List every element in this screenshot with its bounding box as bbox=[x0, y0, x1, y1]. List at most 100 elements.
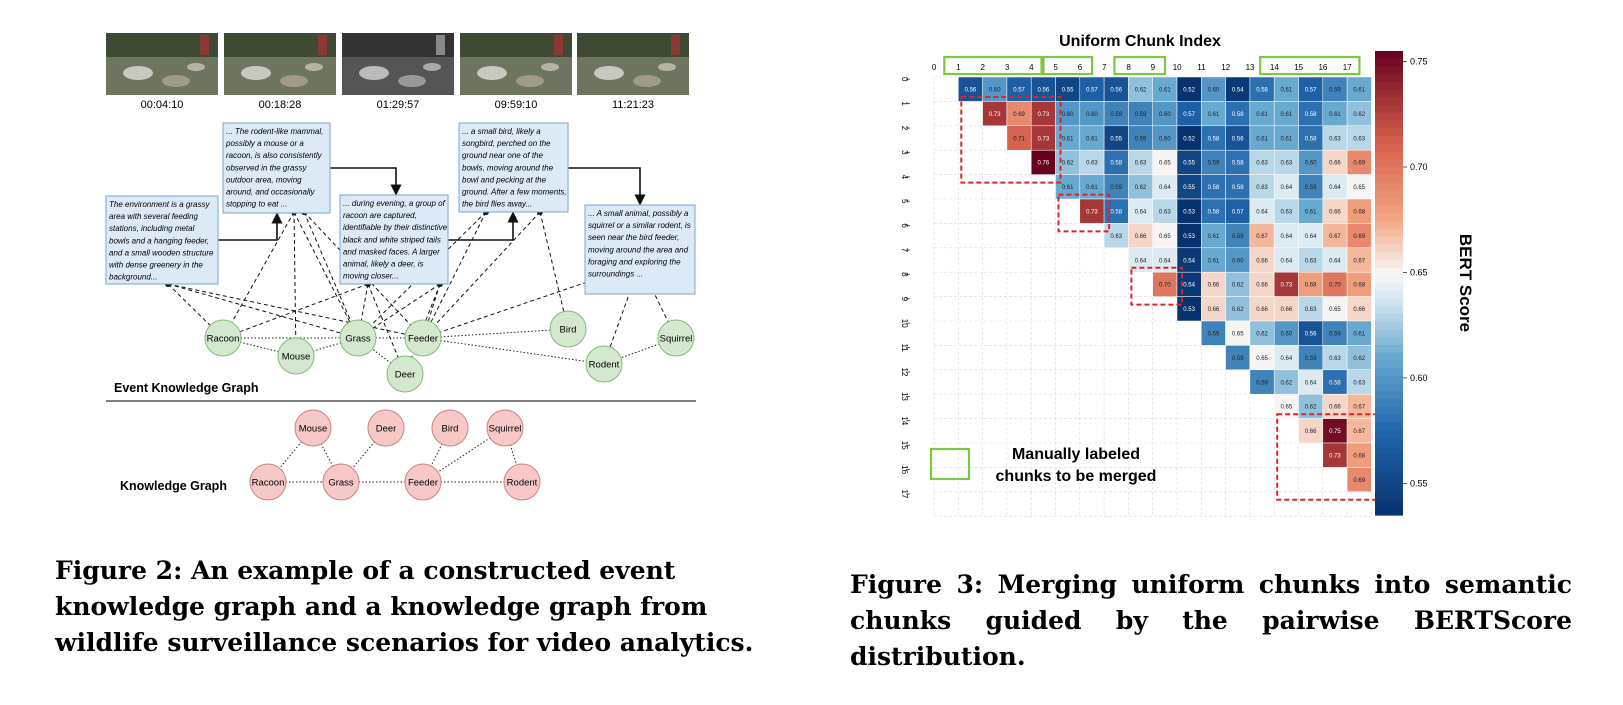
kg-node-mouse: Mouse bbox=[294, 409, 332, 447]
heatmap-cell bbox=[1346, 198, 1372, 224]
heatmap-cell-label: 0.65 bbox=[1353, 185, 1365, 191]
heatmap-cell-label: 0.61 bbox=[1086, 136, 1098, 142]
heatmap-cell bbox=[1103, 76, 1129, 102]
heatmap-cell bbox=[1273, 125, 1299, 151]
heatmap-cell-label: 0.71 bbox=[1013, 136, 1025, 142]
figure-2-caption: Figure 2: An example of a constructed ev… bbox=[55, 556, 754, 657]
event-text-line: bowl and pecking at the bbox=[462, 175, 547, 184]
heatmap-cell-label: 0.66 bbox=[1256, 307, 1268, 313]
heatmap-cell bbox=[1201, 271, 1226, 297]
heatmap-cell bbox=[1322, 271, 1348, 297]
heatmap-cell-label: 0.65 bbox=[1256, 356, 1268, 362]
event-text-line: outdoor area, moving bbox=[226, 175, 302, 184]
heatmap-cell bbox=[1273, 76, 1299, 102]
heatmap-cell bbox=[1225, 247, 1251, 273]
heatmap-cell-label: 0.61 bbox=[1353, 332, 1365, 338]
heatmap-cell-label: 0.55 bbox=[1062, 88, 1074, 94]
svg-text:Feeder: Feeder bbox=[408, 478, 438, 489]
heatmap-cell-label: 0.68 bbox=[1353, 454, 1365, 460]
heatmap-cell bbox=[1346, 76, 1372, 102]
event-text-line: squirrel or a similar rodent, is bbox=[588, 221, 691, 230]
heatmap-cell bbox=[1298, 418, 1324, 444]
legend-text: chunks to be merged bbox=[996, 468, 1157, 485]
y-tick-label: 0 bbox=[900, 77, 909, 82]
heatmap-cell-label: 0.54 bbox=[1183, 283, 1195, 289]
heatmap-cell-label: 0.64 bbox=[1159, 185, 1171, 191]
heatmap-cell-label: 0.63 bbox=[1329, 136, 1341, 142]
heatmap-cell-label: 0.64 bbox=[1135, 210, 1147, 216]
heatmap-cell-label: 0.66 bbox=[1281, 307, 1293, 313]
heatmap-cell-label: 0.59 bbox=[1208, 332, 1220, 338]
heatmap-cell-label: 0.64 bbox=[1305, 380, 1317, 386]
heatmap-cell bbox=[1201, 149, 1226, 175]
heatmap-cell bbox=[1176, 101, 1202, 127]
ekg-node-feeder: Feeder bbox=[404, 319, 442, 357]
heatmap-cell bbox=[1006, 125, 1032, 151]
heatmap-cell-label: 0.58 bbox=[1232, 112, 1244, 118]
y-tick-label: 1 bbox=[900, 101, 909, 106]
heatmap-cell-label: 0.63 bbox=[1305, 258, 1317, 264]
heatmap-cell bbox=[1322, 174, 1348, 200]
event-text-line: songbird, perched on the bbox=[462, 139, 551, 148]
event-text-line: animal, likely a deer, is bbox=[343, 260, 423, 269]
event-text-line: with dense greenery in the bbox=[109, 261, 203, 270]
event-text-line: moving closer... bbox=[343, 272, 399, 281]
heatmap-cell bbox=[1249, 369, 1275, 395]
heatmap-cell bbox=[1128, 76, 1153, 102]
heatmap-cell-label: 0.59 bbox=[1135, 112, 1147, 118]
heatmap-cell-label: 0.63 bbox=[1086, 161, 1098, 167]
heatmap-cell-label: 0.66 bbox=[1329, 405, 1341, 411]
manual-group-box bbox=[1259, 55, 1361, 76]
y-tick-label: 10 bbox=[900, 319, 909, 328]
video-frame: 00:04:10 bbox=[106, 33, 218, 111]
heatmap-cell-label: 0.64 bbox=[1135, 258, 1147, 264]
x-tick-label: 14 bbox=[1270, 63, 1279, 72]
y-tick-label: 9 bbox=[900, 297, 909, 302]
heatmap-cell-label: 0.58 bbox=[1232, 185, 1244, 191]
heatmap-cell-label: 0.58 bbox=[1208, 210, 1220, 216]
heatmap-cell-label: 0.59 bbox=[1110, 185, 1122, 191]
heatmap-cell-label: 0.58 bbox=[1329, 380, 1341, 386]
heatmap-cell bbox=[1298, 247, 1324, 273]
heatmap-cell-label: 0.61 bbox=[1062, 185, 1074, 191]
event-text-line: observed in the grassy bbox=[226, 163, 307, 172]
y-tick-label: 15 bbox=[900, 441, 909, 450]
heatmap-cell-label: 0.59 bbox=[1329, 88, 1341, 94]
frame-timestamp: 11:21:23 bbox=[612, 99, 654, 111]
heatmap-cell-label: 0.61 bbox=[1281, 88, 1293, 94]
svg-text:Bird: Bird bbox=[560, 325, 577, 336]
heatmap-cell bbox=[1152, 223, 1178, 249]
heatmap-cell-label: 0.63 bbox=[1281, 210, 1293, 216]
heatmap-cell bbox=[1298, 320, 1324, 346]
heatmap-cell bbox=[1298, 296, 1324, 322]
heatmap-cell-label: 0.63 bbox=[1135, 161, 1147, 167]
ekg-node-deer: Deer bbox=[386, 355, 424, 393]
heatmap-cell-label: 0.63 bbox=[1353, 380, 1365, 386]
heatmap-cell-label: 0.59 bbox=[1135, 136, 1147, 142]
svg-text:Squirrel: Squirrel bbox=[660, 334, 693, 345]
heatmap-cell-label: 0.65 bbox=[1159, 161, 1171, 167]
heatmap-cell bbox=[1346, 149, 1372, 175]
heatmap-cell-label: 0.56 bbox=[1038, 88, 1050, 94]
ekg-node-bird: Bird bbox=[549, 310, 587, 348]
heatmap-cell bbox=[1273, 369, 1299, 395]
heatmap-cell-label: 0.66 bbox=[1135, 234, 1147, 240]
heatmap-cell bbox=[1273, 174, 1299, 200]
heatmap-cell bbox=[1346, 320, 1372, 346]
frame-timestamp: 09:59:10 bbox=[495, 99, 538, 111]
heatmap-cell bbox=[1201, 223, 1226, 249]
svg-text:Feeder: Feeder bbox=[408, 334, 438, 345]
heatmap-cell bbox=[1249, 247, 1275, 273]
heatmap-cell-label: 0.61 bbox=[1329, 112, 1341, 118]
heatmap-cell bbox=[1273, 296, 1299, 322]
x-tick-label: 0 bbox=[932, 63, 937, 72]
kg-node-racoon: Racoon bbox=[249, 463, 287, 501]
merged-regions bbox=[960, 96, 1378, 501]
heatmap-cell bbox=[1128, 149, 1153, 175]
y-tick-label: 17 bbox=[900, 490, 909, 499]
